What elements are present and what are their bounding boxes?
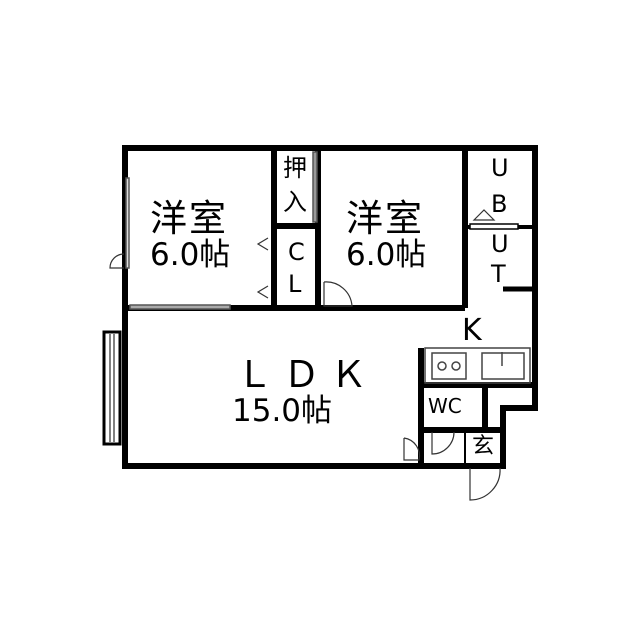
kitchen-label: K (462, 313, 482, 348)
cl-line2: L (288, 270, 302, 298)
western-room-2-size: 6.0帖 (346, 237, 427, 273)
oshiire-line1: 押 (283, 154, 307, 182)
ub-line2: B (491, 190, 508, 218)
outer-wall (122, 145, 538, 469)
wc-label: WC (428, 394, 462, 418)
western-room-2-name: 洋室 (346, 197, 424, 240)
western-room-1-name: 洋室 (150, 197, 228, 240)
ldk-size: 15.0帖 (232, 393, 333, 429)
ut-line1: U (491, 230, 509, 258)
ub-line1: U (491, 154, 509, 182)
entrance-label: 玄 (472, 434, 495, 459)
cl-line1: C (288, 238, 305, 266)
oshiire-line2: 入 (283, 188, 307, 216)
ldk-name: ＬＤＫ (236, 353, 377, 396)
western-room-1-size: 6.0帖 (150, 237, 231, 273)
ut-line2: T (491, 260, 506, 288)
